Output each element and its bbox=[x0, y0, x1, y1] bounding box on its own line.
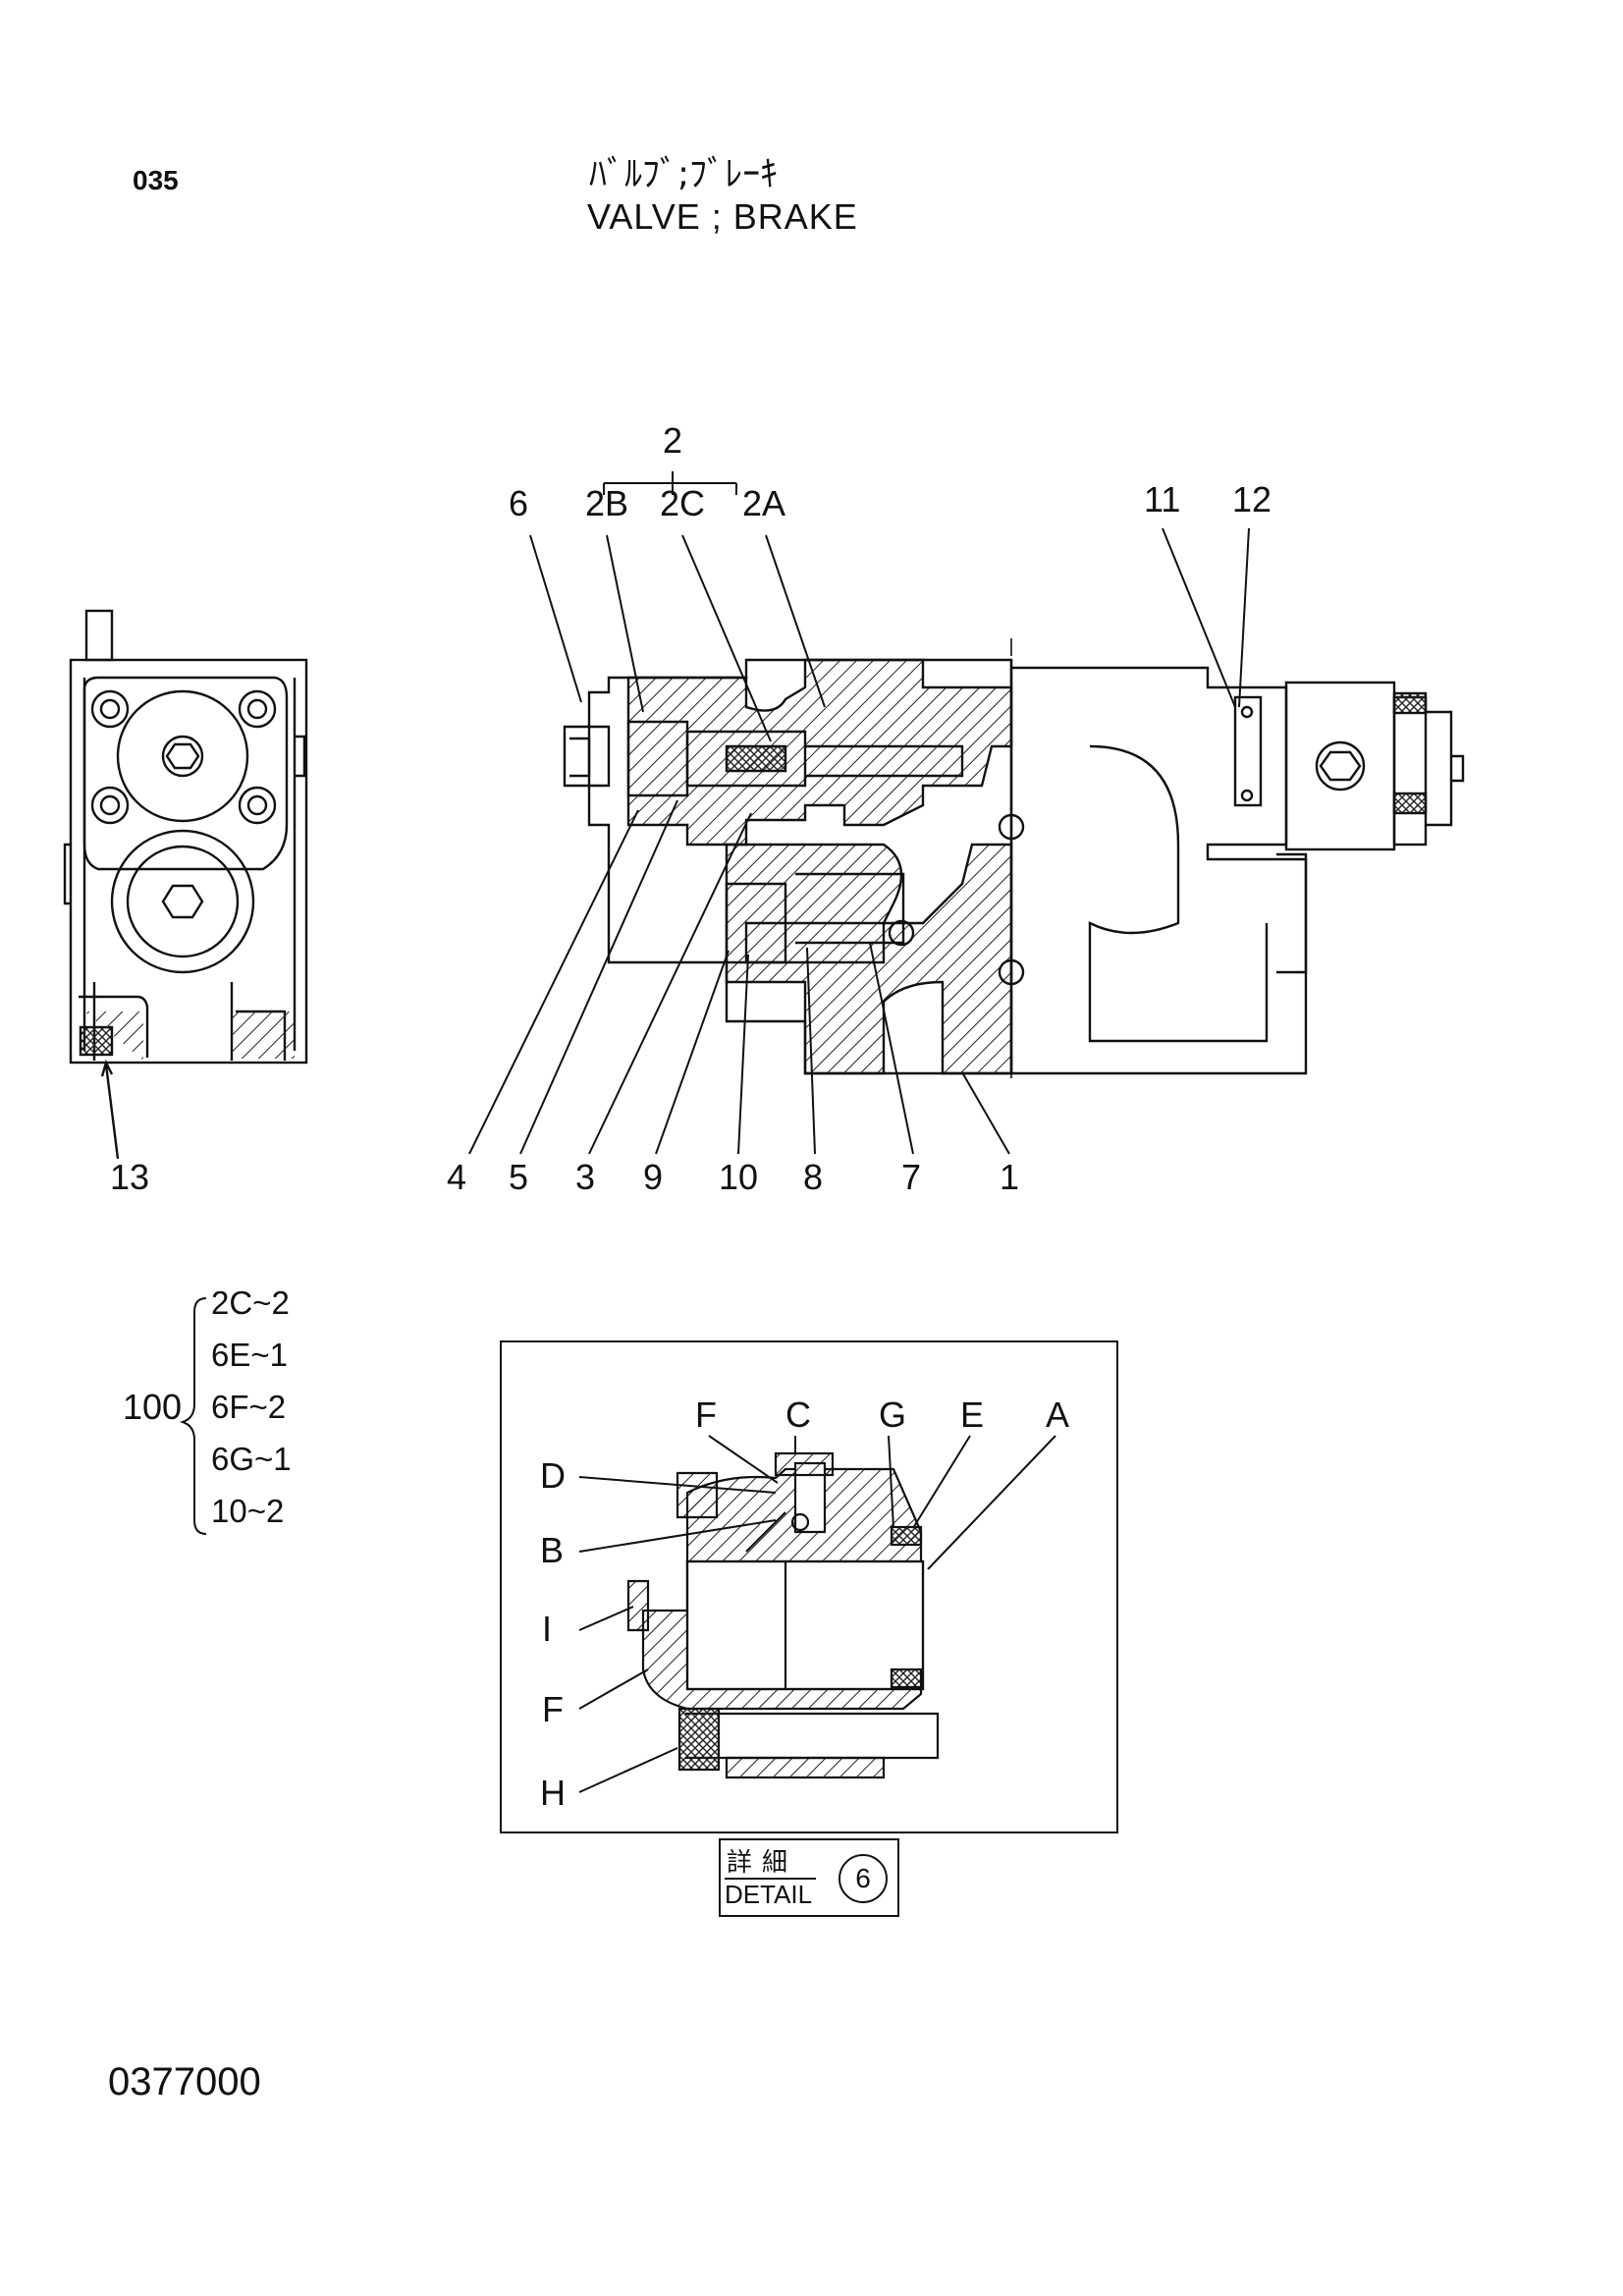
kit-item: 10~2 bbox=[211, 1493, 285, 1529]
detail-callout-d: D bbox=[540, 1455, 566, 1496]
callout-2b: 2B bbox=[585, 483, 629, 523]
detail-callout-a: A bbox=[1046, 1394, 1070, 1435]
kit-item: 6E~1 bbox=[211, 1337, 288, 1373]
callout-12: 12 bbox=[1232, 479, 1272, 519]
kit-item: 6F~2 bbox=[211, 1389, 287, 1425]
detail-callout-g: G bbox=[879, 1394, 907, 1435]
kit-brace bbox=[179, 1297, 207, 1535]
kit-item: 6G~1 bbox=[211, 1441, 292, 1477]
callout-5: 5 bbox=[509, 1157, 529, 1197]
callout-9: 9 bbox=[643, 1157, 664, 1197]
callout-8: 8 bbox=[803, 1157, 824, 1197]
detail-callout-f-top: F bbox=[695, 1394, 717, 1435]
title-japanese: ﾊﾞﾙﾌﾞ;ﾌﾞﾚｰｷ bbox=[589, 154, 779, 194]
page-number: 035 bbox=[133, 165, 179, 195]
callout-group-2: 2 bbox=[663, 420, 683, 461]
kit-items: 2C~2 6E~1 6F~2 6G~1 10~2 bbox=[211, 1277, 292, 1537]
callout-2c: 2C bbox=[660, 483, 706, 523]
callout-7: 7 bbox=[901, 1157, 922, 1197]
callout-11: 11 bbox=[1144, 479, 1181, 519]
callout-10: 10 bbox=[719, 1157, 759, 1197]
detail-callout-f-bottom: F bbox=[542, 1689, 564, 1729]
detail-label-english: DETAIL bbox=[725, 1878, 817, 1910]
kit-number: 100 bbox=[123, 1387, 183, 1427]
callout-2a: 2A bbox=[742, 483, 786, 523]
main-section-view bbox=[563, 638, 1465, 1080]
drawing-code: 0377000 bbox=[108, 2060, 261, 2104]
side-view bbox=[63, 609, 308, 1160]
main-leader-lines bbox=[468, 471, 1250, 1155]
detail-leader-lines bbox=[578, 1435, 1056, 1793]
detail-callout-e: E bbox=[960, 1394, 985, 1435]
callout-4: 4 bbox=[447, 1157, 467, 1197]
detail-view bbox=[500, 1340, 1118, 1833]
callout-6: 6 bbox=[509, 483, 529, 523]
detail-number-circle: 6 bbox=[839, 1854, 888, 1903]
detail-callout-c: C bbox=[785, 1394, 811, 1435]
kit-item: 2C~2 bbox=[211, 1285, 290, 1321]
detail-callout-h: H bbox=[540, 1773, 566, 1813]
detail-label-japanese: 詳細 bbox=[727, 1848, 798, 1878]
detail-callout-b: B bbox=[540, 1530, 565, 1570]
callout-3: 3 bbox=[575, 1157, 596, 1197]
detail-label: 詳細 DETAIL 6 bbox=[719, 1838, 899, 1917]
callout-13: 13 bbox=[110, 1157, 150, 1197]
callout-1: 1 bbox=[1000, 1157, 1020, 1197]
title-english: VALVE ; BRAKE bbox=[587, 196, 858, 237]
detail-callout-i: I bbox=[542, 1609, 553, 1649]
